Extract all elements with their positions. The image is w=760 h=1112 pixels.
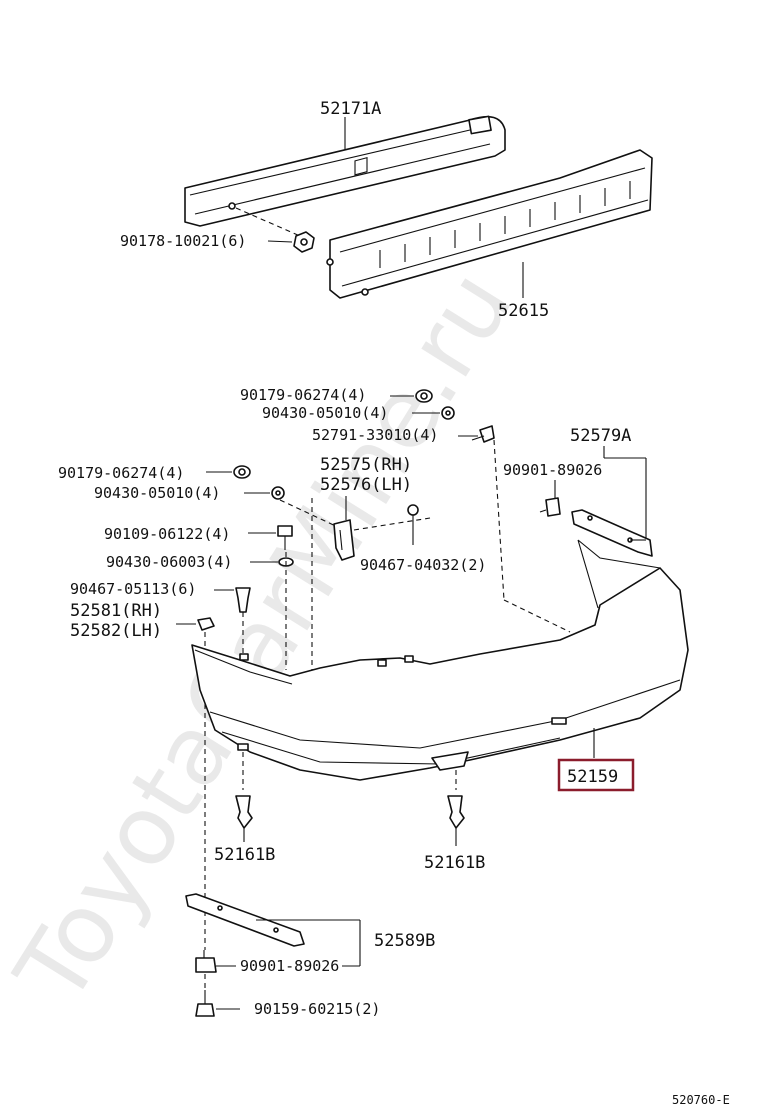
label-52791: 52791-33010(4): [312, 426, 438, 444]
absorber-52615[interactable]: [326, 149, 653, 299]
label-52579a: 52579A: [570, 426, 631, 446]
bolt-90159[interactable]: [195, 990, 215, 1017]
label-90179a: 90179-06274(4): [240, 386, 366, 404]
label-90159: 90159-60215(2): [254, 1000, 380, 1018]
clip-52161b-right[interactable]: [447, 795, 465, 846]
label-90430a: 90430-05010(4): [262, 404, 388, 422]
label-90179b: 90179-06274(4): [58, 464, 184, 482]
clip-52161b-left[interactable]: [235, 795, 253, 842]
label-90901b: 90901-89026: [240, 957, 339, 975]
label-90178: 90178-10021(6): [120, 232, 246, 250]
nut-90467a[interactable]: [407, 504, 419, 516]
label-90430c: 90430-06003(4): [106, 553, 232, 571]
nut-90178[interactable]: [293, 231, 315, 253]
clip-90467b[interactable]: [235, 587, 251, 613]
diagram-code: 520760-E: [672, 1093, 730, 1107]
washer-90430b[interactable]: [271, 486, 285, 500]
label-90467b: 90467-05113(6): [70, 580, 196, 598]
label-52575: 52575(RH): [320, 455, 412, 475]
highlight-box-52159: [557, 758, 635, 792]
clip-90179a[interactable]: [415, 389, 433, 403]
label-52576: 52576(LH): [320, 475, 412, 495]
bumper-cover-52159[interactable]: [191, 539, 689, 781]
label-90901a: 90901-89026: [503, 461, 602, 479]
clip-52791[interactable]: [471, 425, 495, 443]
label-52589b: 52589B: [374, 931, 435, 951]
label-90430b: 90430-05010(4): [94, 484, 220, 502]
label-52582: 52582(LH): [70, 621, 162, 641]
washer-90430a[interactable]: [441, 406, 455, 420]
label-52615: 52615: [498, 301, 549, 321]
bracket-52589b[interactable]: [185, 893, 305, 947]
label-52581: 52581(RH): [70, 601, 162, 621]
retainer-52575-52576[interactable]: [333, 519, 355, 561]
spacer-52581-52582[interactable]: [197, 617, 215, 631]
label-52159: 52159: [567, 767, 618, 787]
label-52161b-left: 52161B: [214, 845, 275, 865]
label-90467a: 90467-04032(2): [360, 556, 486, 574]
reinforcement-52171a[interactable]: [184, 115, 506, 227]
retainer-90901a[interactable]: [539, 497, 561, 517]
label-52161b-right: 52161B: [424, 853, 485, 873]
bracket-52579a[interactable]: [571, 509, 653, 557]
label-52171a: 52171A: [320, 99, 381, 119]
label-90109: 90109-06122(4): [104, 525, 230, 543]
retainer-90901b[interactable]: [195, 950, 217, 973]
bolt-90109[interactable]: [277, 525, 293, 550]
clip-90179b[interactable]: [233, 465, 251, 479]
